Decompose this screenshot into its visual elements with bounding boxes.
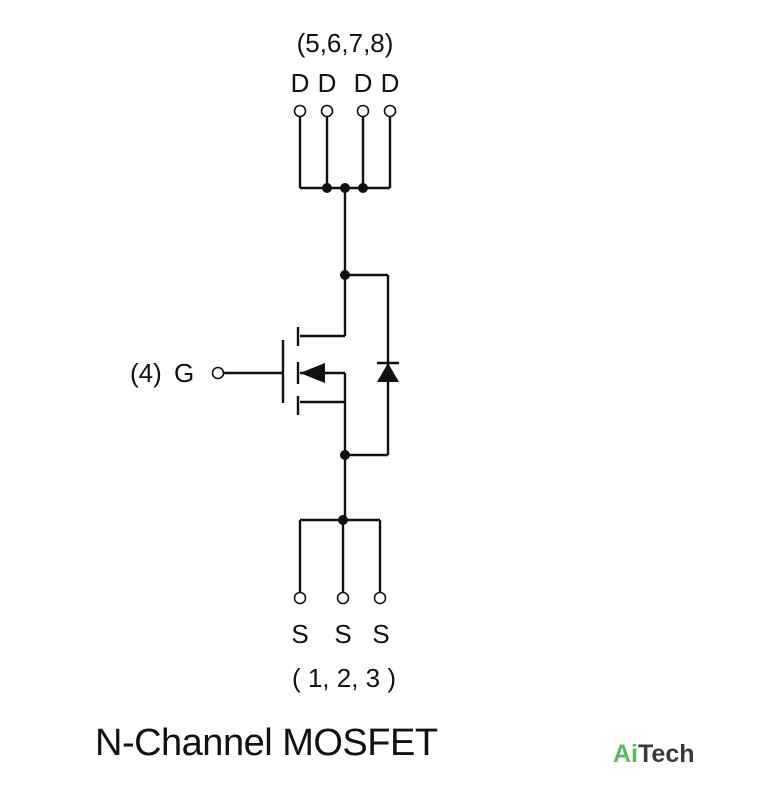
drain-junction-1 — [322, 183, 332, 193]
body-arrow-icon — [300, 363, 325, 383]
source-body-node — [340, 450, 350, 460]
drain-label-4: D — [381, 68, 400, 98]
gate-pin-number: (4) — [130, 358, 162, 388]
source-junction — [338, 515, 348, 525]
source-pin-numbers: ( 1, 2, 3 ) — [292, 663, 396, 693]
drain-body-node — [340, 270, 350, 280]
source-terminal-2 — [336, 591, 350, 605]
drain-label-2: D — [318, 68, 337, 98]
source-label-1: S — [291, 619, 308, 649]
source-label-3: S — [372, 619, 389, 649]
gate-label: G — [174, 358, 194, 388]
drain-junction-3 — [358, 183, 368, 193]
source-label-2: S — [334, 619, 351, 649]
drain-junction-2 — [340, 183, 350, 193]
drain-terminal-3 — [356, 104, 370, 118]
source-leads — [298, 518, 382, 592]
drain-label-1: D — [291, 68, 310, 98]
logo-tech: Tech — [638, 740, 695, 768]
drain-leads — [298, 117, 392, 275]
drain-terminal-2 — [320, 104, 334, 118]
gate-terminal — [211, 366, 225, 380]
drain-terminal-4 — [383, 104, 397, 118]
body-diode-icon — [377, 363, 399, 382]
drain-pin-numbers: (5,6,7,8) — [297, 28, 394, 58]
diagram-caption: N-Channel MOSFET — [95, 722, 438, 764]
drain-terminal-1 — [293, 104, 307, 118]
aitech-logo: AiTech — [613, 740, 695, 769]
source-terminal-1 — [293, 591, 307, 605]
drain-label-3: D — [354, 68, 373, 98]
source-terminal-3 — [373, 591, 387, 605]
logo-ai: Ai — [613, 740, 638, 768]
